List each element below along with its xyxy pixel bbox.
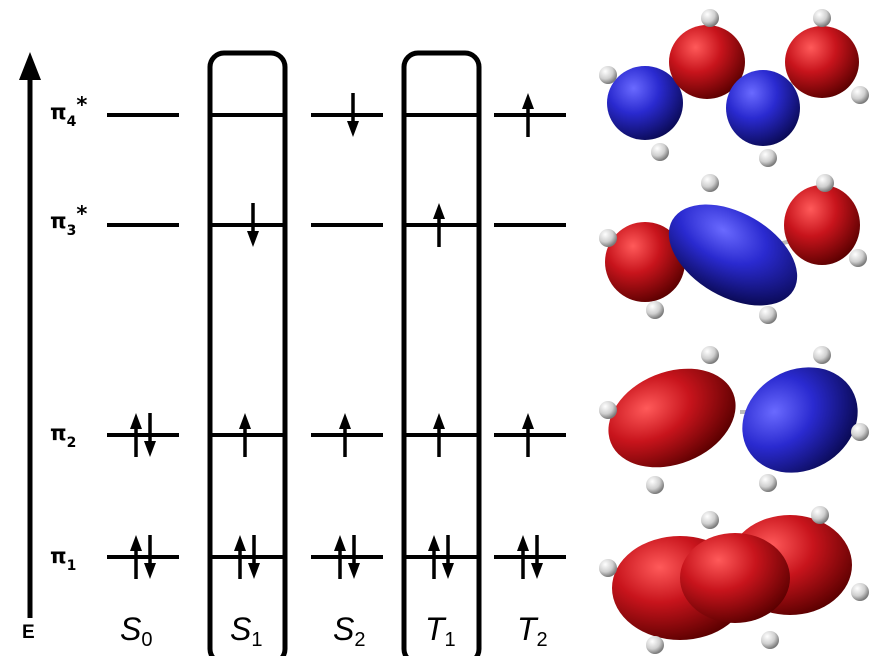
electron-arrow-head <box>428 535 440 551</box>
hydrogen-atom <box>599 66 617 84</box>
hydrogen-atom <box>651 143 669 161</box>
electron-arrow-head <box>517 535 529 551</box>
electron-up-arrow <box>130 535 142 579</box>
electron-arrow-head <box>522 93 534 109</box>
orbital-pi4-lobe-1 <box>607 66 683 140</box>
electron-up-arrow <box>428 535 440 579</box>
electron-down-arrow <box>144 535 156 579</box>
state-label-S2: S2 <box>333 611 365 651</box>
electron-down-arrow <box>348 535 360 579</box>
orbital-pi4-lobe-4 <box>785 26 859 98</box>
electron-arrow-head <box>144 441 156 457</box>
electron-up-arrow <box>339 413 351 457</box>
electron-down-arrow <box>248 535 260 579</box>
electron-arrow-head <box>239 413 251 429</box>
hydrogen-atom <box>759 306 777 324</box>
orbital-pi3-lobe-3 <box>784 185 860 265</box>
electron-arrow-head <box>442 563 454 579</box>
electron-arrow-head <box>433 203 445 219</box>
hydrogen-atom <box>851 423 869 441</box>
electron-up-arrow <box>334 535 346 579</box>
hydrogen-atom <box>701 174 719 192</box>
electron-up-arrow <box>239 413 251 457</box>
hydrogen-atom <box>851 86 869 104</box>
state-label-T1: T1 <box>425 611 456 651</box>
level-label-pi4: π4* <box>50 93 87 130</box>
orbital-pi4-lobe-3 <box>726 70 800 146</box>
electron-arrow-head <box>247 231 259 247</box>
hydrogen-atom <box>759 474 777 492</box>
electron-down-arrow <box>442 535 454 579</box>
electron-arrow-head <box>522 413 534 429</box>
orbital-pi1 <box>599 506 869 654</box>
energy-axis-label: E <box>22 622 35 643</box>
electron-up-arrow <box>234 535 246 579</box>
hydrogen-atom <box>816 174 834 192</box>
electron-up-arrow <box>130 413 142 457</box>
electron-up-arrow <box>522 93 534 137</box>
level-label-pi3: π3* <box>50 202 87 239</box>
electron-down-arrow <box>247 203 259 247</box>
orbital-pi3-lobe-1 <box>605 222 685 302</box>
electron-arrow-head <box>347 121 359 137</box>
electron-down-arrow <box>531 535 543 579</box>
energy-axis: E <box>19 52 41 643</box>
hydrogen-atom <box>701 511 719 529</box>
hydrogen-atom <box>851 583 869 601</box>
orbital-pi1-lobe-3 <box>680 533 790 623</box>
electron-up-arrow <box>517 535 529 579</box>
electron-arrow-head <box>144 563 156 579</box>
level-label-pi2: π2 <box>50 421 76 451</box>
electron-arrow-head <box>130 413 142 429</box>
electron-arrow-head <box>234 535 246 551</box>
electron-up-arrow <box>522 413 534 457</box>
electron-down-arrow <box>347 93 359 137</box>
hydrogen-atom <box>811 506 829 524</box>
orbital-pi3-lobe-2 <box>668 204 798 306</box>
level-labels: π4* π3* π2 π1 <box>50 93 87 574</box>
electron-down-arrow <box>144 413 156 457</box>
electron-arrow-head <box>433 413 445 429</box>
electron-arrow-head <box>334 535 346 551</box>
orbital-pi2-lobe-2 <box>742 367 858 473</box>
electron-arrow-head <box>339 413 351 429</box>
orbital-pi4-lobe-2 <box>669 25 745 99</box>
state-labels: S0 S1 S2 T1 T2 <box>120 611 548 651</box>
state-box-S1 <box>207 50 288 656</box>
hydrogen-atom <box>701 9 719 27</box>
level-label-pi1: π1 <box>50 544 76 574</box>
electron-arrow-head <box>248 563 260 579</box>
orbital-pi4 <box>599 9 869 167</box>
hydrogen-atom <box>813 9 831 27</box>
orbital-pi3 <box>599 174 867 324</box>
hydrogen-atom <box>646 301 664 319</box>
orbital-pi2-lobe-1 <box>608 368 736 468</box>
energy-axis-arrowhead <box>19 52 41 80</box>
hydrogen-atom <box>701 346 719 364</box>
hydrogen-atom <box>646 636 664 654</box>
hydrogen-atom <box>599 401 617 419</box>
hydrogen-atom <box>761 631 779 649</box>
electron-up-arrow <box>433 413 445 457</box>
hydrogen-atom <box>759 149 777 167</box>
hydrogen-atom <box>646 476 664 494</box>
state-box-T1 <box>401 50 482 656</box>
state-label-S0: S0 <box>120 611 152 651</box>
electron-arrow-head <box>531 563 543 579</box>
electron-up-arrow <box>433 203 445 247</box>
electron-arrow-head <box>348 563 360 579</box>
state-label-T2: T2 <box>517 611 548 651</box>
electron-arrow-head <box>130 535 142 551</box>
energy-levels <box>107 93 566 579</box>
orbital-pi2 <box>599 346 869 494</box>
state-label-S1: S1 <box>230 611 262 651</box>
hydrogen-atom <box>599 559 617 577</box>
hydrogen-atom <box>599 229 617 247</box>
hydrogen-atom <box>813 346 831 364</box>
hydrogen-atom <box>849 249 867 267</box>
